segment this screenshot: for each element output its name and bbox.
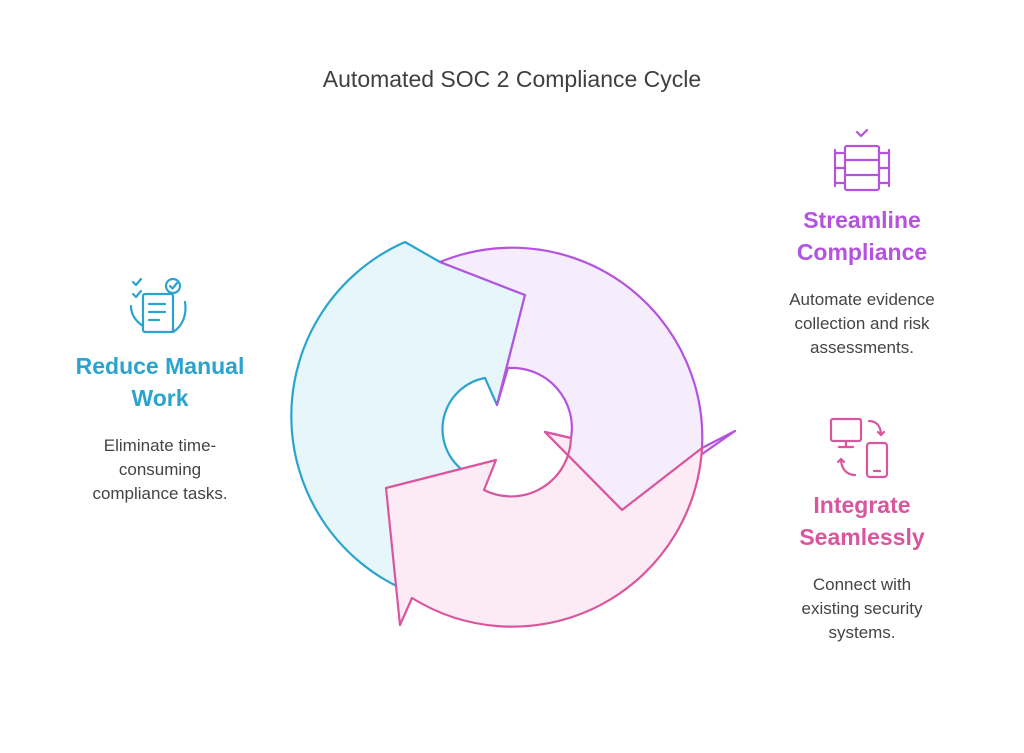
- cycle-segment-streamline: [438, 246, 737, 512]
- checklist-document-icon: [129, 277, 187, 334]
- streamline-compliance-description: Automate evidence collection and risk as…: [752, 288, 972, 360]
- integrate-seamlessly-block: Integrate Seamlessly Connect with existi…: [752, 415, 972, 645]
- desc-line: existing security: [801, 599, 923, 618]
- cycle-segment-integrate: [384, 430, 704, 628]
- desc-line: assessments.: [810, 338, 914, 357]
- heading-line: Compliance: [796, 239, 928, 265]
- desc-line: consuming: [118, 460, 202, 479]
- heading-line: Streamline: [803, 207, 921, 233]
- desc-line: Connect with: [812, 575, 912, 594]
- streamline-compliance-heading: Streamline Compliance: [752, 204, 972, 268]
- desc-line: Eliminate time-: [103, 436, 217, 455]
- reduce-manual-work-heading: Reduce Manual Work: [60, 350, 260, 414]
- streamline-compliance-block: Streamline Compliance Automate evidence …: [752, 128, 972, 360]
- heading-line: Work: [131, 385, 189, 411]
- reduce-manual-work-block: Reduce Manual Work Eliminate time- consu…: [60, 272, 260, 506]
- desc-line: collection and risk: [794, 314, 930, 333]
- server-rack-check-icon: [833, 128, 891, 192]
- integrate-seamlessly-heading: Integrate Seamlessly: [752, 489, 972, 553]
- desc-line: systems.: [828, 623, 896, 642]
- heading-line: Integrate: [813, 492, 911, 518]
- integrate-seamlessly-description: Connect with existing security systems.: [752, 573, 972, 645]
- desc-line: Automate evidence: [789, 290, 935, 309]
- heading-line: Reduce Manual: [75, 353, 245, 379]
- desc-line: compliance tasks.: [92, 484, 228, 503]
- diagram-title: Automated SOC 2 Compliance Cycle: [322, 66, 702, 92]
- heading-line: Seamlessly: [799, 524, 925, 550]
- reduce-manual-work-description: Eliminate time- consuming compliance tas…: [60, 434, 260, 506]
- device-sync-icon: [829, 417, 889, 479]
- cycle-segment-reduce: [290, 240, 527, 592]
